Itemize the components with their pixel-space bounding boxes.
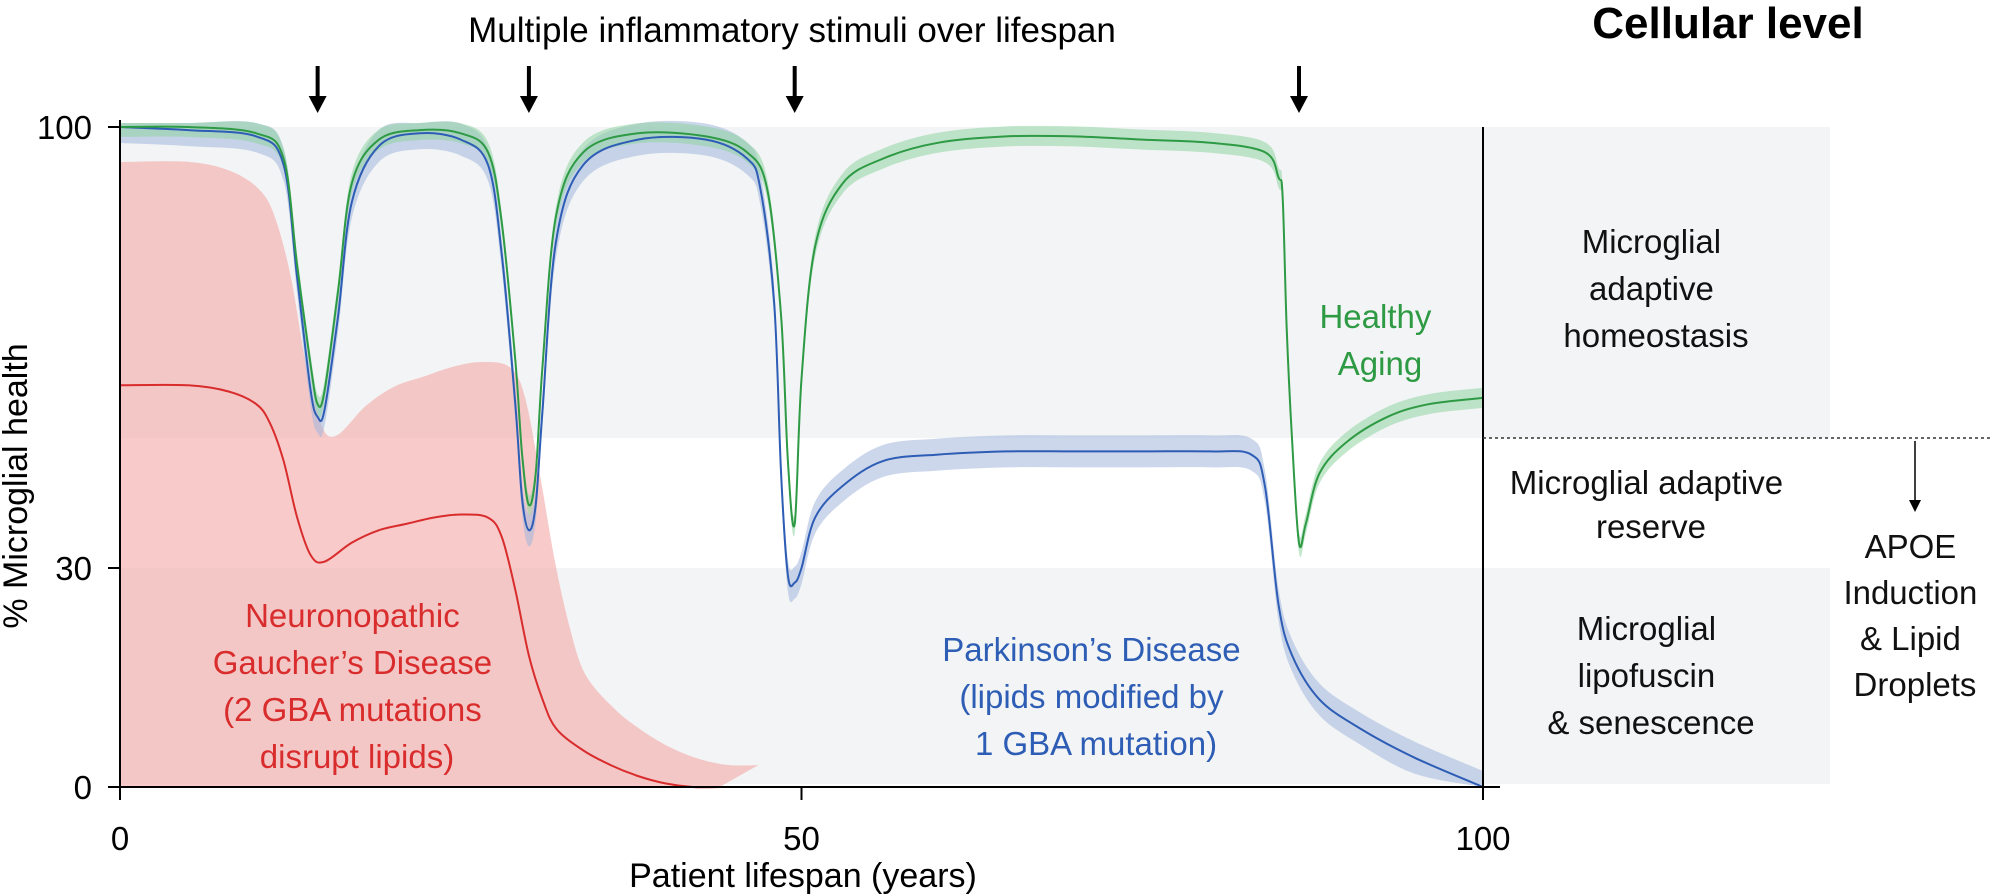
zone-reserve-label: Microglial adaptive reserve bbox=[1510, 464, 1792, 545]
stimulus-arrow-icon bbox=[1289, 66, 1308, 113]
stimulus-arrow-icon bbox=[308, 66, 327, 113]
stimulus-arrows bbox=[308, 66, 1308, 113]
series-label-healthy: Healthy Aging bbox=[1319, 298, 1440, 382]
parkinsons-line bbox=[119, 126, 1484, 788]
x-tick-label: 100 bbox=[1455, 820, 1510, 857]
chart-title: Multiple inflammatory stimuli over lifes… bbox=[468, 11, 1116, 50]
axes: 0 50 100 0 30 100 bbox=[37, 109, 1990, 857]
apoe-annotation: APOE Induction & Lipid Droplets bbox=[1843, 528, 1986, 703]
gaucher-line bbox=[119, 383, 720, 789]
lines-layer bbox=[119, 125, 1484, 789]
x-tick-label: 50 bbox=[783, 820, 820, 857]
zone-lipofuscin-label: Microglial lipofuscin & senescence bbox=[1547, 610, 1754, 741]
y-tick-label: 0 bbox=[74, 769, 92, 806]
stimulus-arrow-icon bbox=[785, 66, 804, 113]
apoe-arrow-icon bbox=[1909, 441, 1921, 512]
y-axis-label: % Microglial health bbox=[0, 343, 35, 628]
gaucher-band bbox=[120, 161, 759, 787]
ticks-layer: 0 50 100 0 30 100 bbox=[37, 109, 1511, 857]
stimulus-arrow-icon bbox=[519, 66, 538, 113]
y-tick-label: 30 bbox=[55, 550, 92, 587]
y-tick-label: 100 bbox=[37, 109, 92, 146]
x-tick-label: 0 bbox=[111, 820, 129, 857]
series-label-gaucher: Neuronopathic Gaucher’s Disease (2 GBA m… bbox=[213, 597, 502, 775]
panel-title: Cellular level bbox=[1592, 0, 1863, 48]
zone-homeostasis-label: Microglial adaptive homeostasis bbox=[1563, 223, 1748, 354]
x-axis-label: Patient lifespan (years) bbox=[629, 857, 977, 895]
series-label-parkinsons: Parkinson’s Disease (lipids modified by … bbox=[942, 631, 1250, 762]
healthy-aging-line bbox=[119, 125, 1484, 549]
zone-homeostasis-bg bbox=[120, 127, 1830, 438]
